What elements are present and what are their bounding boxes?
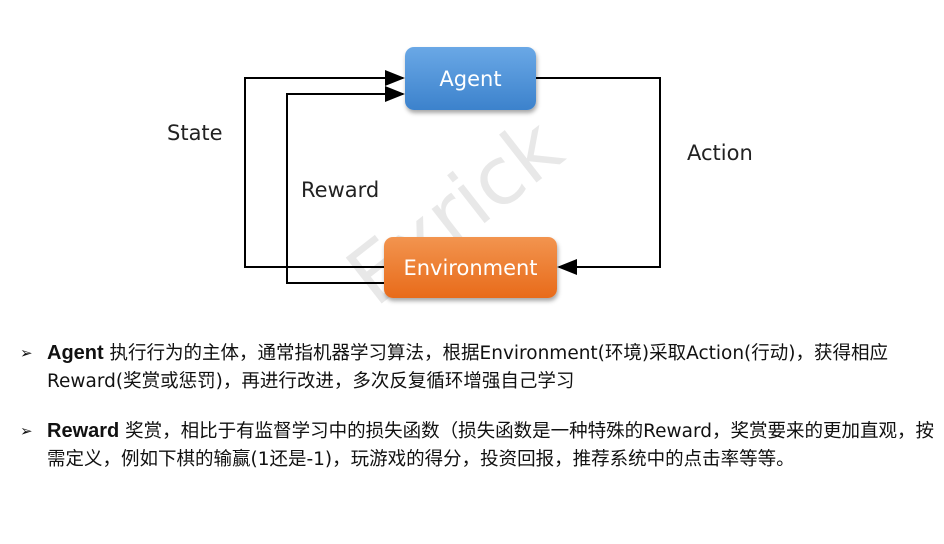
- action-label: Action: [687, 141, 753, 165]
- bullet-term: Reward: [47, 420, 120, 442]
- bullet-arrow-icon: ➢: [20, 344, 33, 362]
- reward-label: Reward: [301, 178, 380, 202]
- bullet-text: 奖赏，相比于有监督学习中的损失函数（损失函数是一种特殊的Reward，奖赏要来的…: [47, 421, 935, 470]
- bullet-reward: ➢ Reward 奖赏，相比于有监督学习中的损失函数（损失函数是一种特殊的Rew…: [20, 417, 937, 474]
- bullet-term: Agent: [47, 342, 104, 364]
- action-arrow: [536, 77, 661, 275]
- bullet-arrow-icon: ➢: [20, 422, 33, 440]
- state-label: State: [167, 121, 223, 145]
- reward-arrow: [286, 86, 405, 284]
- environment-node: Environment: [384, 237, 557, 298]
- bullet-agent: ➢ Agent 执行行为的主体，通常指机器学习算法，根据Environment(…: [20, 339, 937, 396]
- agent-node: Agent: [405, 47, 536, 110]
- bullet-text: 执行行为的主体，通常指机器学习算法，根据Environment(环境)采取Act…: [47, 343, 888, 392]
- state-arrow: [244, 70, 405, 268]
